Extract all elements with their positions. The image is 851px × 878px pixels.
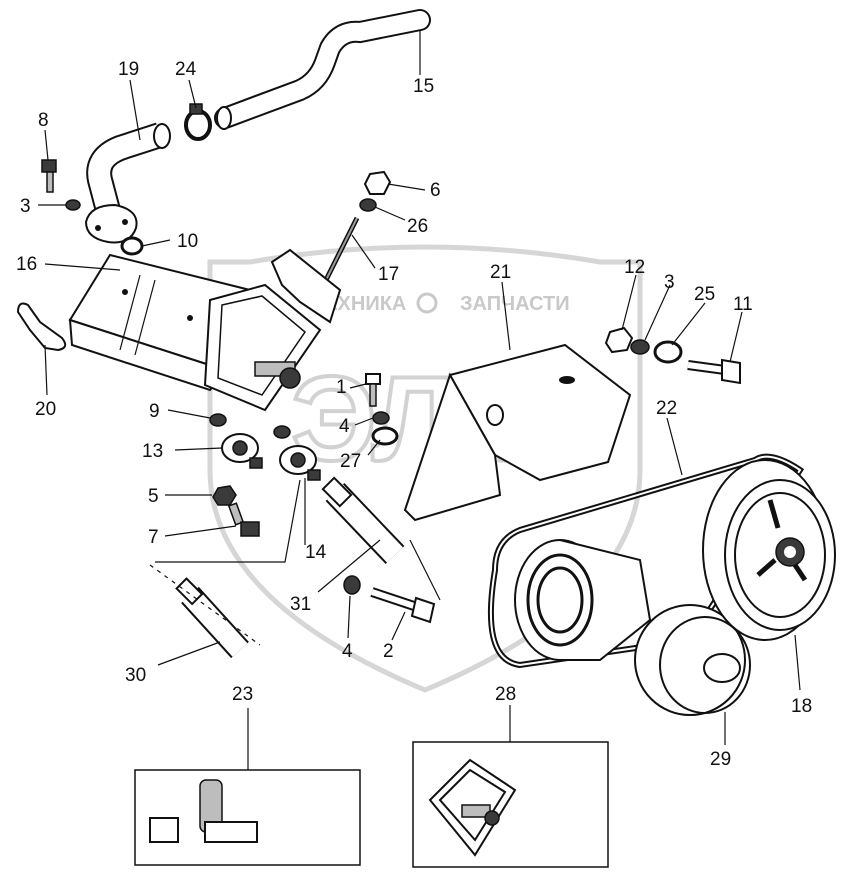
bolt-2 xyxy=(370,587,436,624)
callout-19: 19 xyxy=(118,59,139,80)
callout-25: 25 xyxy=(694,284,715,305)
callout-10: 10 xyxy=(177,231,198,252)
callout-7: 7 xyxy=(148,527,159,548)
bolt-11 xyxy=(687,358,741,385)
seal-9a xyxy=(209,413,227,427)
callout-24: 24 xyxy=(175,59,197,80)
hose-fitting-31 xyxy=(321,476,405,564)
callout-3a: 3 xyxy=(20,196,31,217)
bolt-7 xyxy=(227,502,260,537)
callout-13: 13 xyxy=(142,441,163,462)
callout-17: 17 xyxy=(378,264,399,285)
callout-30: 30 xyxy=(125,665,146,686)
hose-15 xyxy=(214,9,431,130)
bolt-8 xyxy=(41,159,57,193)
bracket-20 xyxy=(16,302,67,352)
watermark-text-right: ЗАПЧАСТИ xyxy=(460,293,570,315)
callout-4b: 4 xyxy=(342,641,353,662)
callout-20: 20 xyxy=(35,399,56,420)
callout-5: 5 xyxy=(148,486,159,507)
washer-3a xyxy=(65,199,81,211)
callout-1: 1 xyxy=(336,377,347,398)
callout-26: 26 xyxy=(407,216,428,237)
callout-31: 31 xyxy=(290,594,311,615)
callout-labels: 15 19 24 8 3 6 26 10 16 17 21 12 3 25 11… xyxy=(16,59,812,770)
leader-lines xyxy=(38,30,801,770)
washer-3b xyxy=(630,339,650,355)
drum-pulley xyxy=(514,539,652,661)
callout-2: 2 xyxy=(383,641,394,662)
nut-6 xyxy=(363,170,392,195)
callout-16: 16 xyxy=(16,254,37,275)
flange-13 xyxy=(221,433,263,469)
callout-28: 28 xyxy=(495,684,516,705)
pulley-29 xyxy=(634,604,751,716)
callout-23: 23 xyxy=(232,684,253,705)
callout-3b: 3 xyxy=(664,272,675,293)
bolt-1 xyxy=(365,373,381,407)
nut-12 xyxy=(604,326,634,354)
inset-23 xyxy=(134,769,361,866)
pump-16 xyxy=(68,253,322,412)
stud-17 xyxy=(322,216,360,284)
clamp-24 xyxy=(184,103,212,141)
callout-21: 21 xyxy=(490,262,511,283)
gear-icon xyxy=(416,292,438,314)
belt-22 xyxy=(487,453,805,669)
callout-27: 27 xyxy=(340,451,361,472)
flange-14 xyxy=(279,445,321,481)
callout-6: 6 xyxy=(430,180,441,201)
washer-4a xyxy=(372,411,390,425)
callout-12: 12 xyxy=(624,257,645,278)
bracket-21 xyxy=(403,343,632,522)
callout-22: 22 xyxy=(656,398,677,419)
washer-25 xyxy=(653,340,683,364)
elbow-pipe-19 xyxy=(84,122,171,244)
bracket-17 xyxy=(270,248,342,324)
callout-9: 9 xyxy=(149,401,160,422)
callout-18: 18 xyxy=(791,696,812,717)
callout-4a: 4 xyxy=(339,416,350,437)
washer-4b xyxy=(343,575,361,595)
callout-14: 14 xyxy=(305,542,327,563)
inset-28 xyxy=(412,741,609,868)
nut-5 xyxy=(212,485,237,506)
hose-fitting-30 xyxy=(175,577,249,659)
oring-10 xyxy=(120,236,144,256)
seal-9b xyxy=(273,425,291,439)
callout-11: 11 xyxy=(733,294,753,315)
washer-27 xyxy=(371,426,399,446)
callout-8: 8 xyxy=(38,110,49,131)
washer-26 xyxy=(359,198,377,212)
callout-29: 29 xyxy=(710,749,731,770)
callout-15: 15 xyxy=(413,76,434,97)
pulley-18 xyxy=(702,459,836,641)
